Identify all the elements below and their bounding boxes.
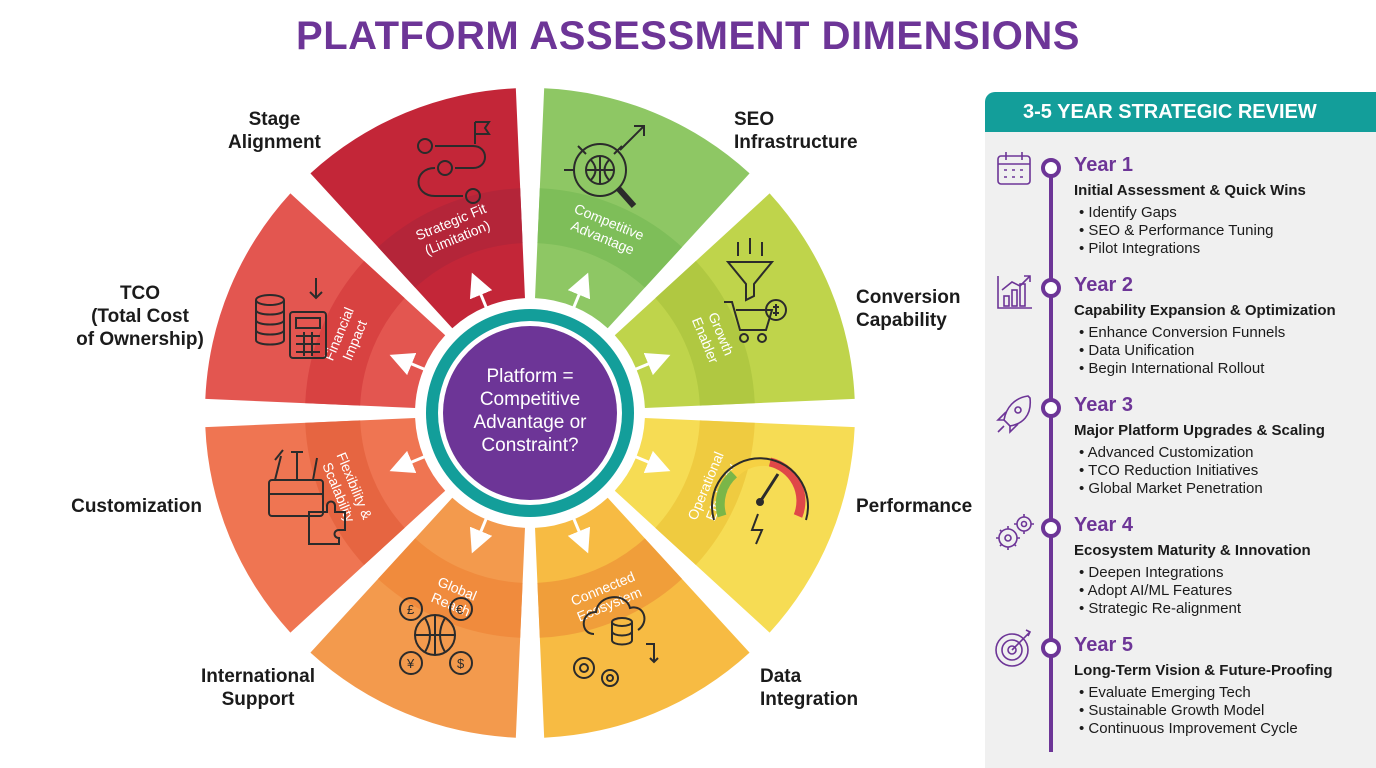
timeline-item: • Global Market Penetration: [1079, 480, 1263, 497]
timeline-year-subtitle: Long-Term Vision & Future-Proofing: [1074, 662, 1333, 679]
strategic-review-panel: 3-5 YEAR STRATEGIC REVIEW Year 1 Initial …: [985, 92, 1376, 768]
wheel-band-seo: [537, 188, 683, 288]
timeline-item: • Advanced Customization: [1079, 444, 1254, 461]
svg-text:$: $: [457, 656, 465, 671]
timeline-item: • Strategic Re-alignment: [1079, 600, 1241, 617]
dimension-label-performance: Performance: [856, 496, 973, 517]
panel-header: 3-5 YEAR STRATEGIC REVIEW: [985, 92, 1376, 132]
roadmap-flag-icon: [417, 121, 491, 204]
wheel-band-data: [537, 538, 683, 638]
wheel-segment-stage: [310, 88, 525, 329]
timeline-year-title: Year 2: [1074, 274, 1133, 296]
wheel-band-customization: [305, 420, 405, 566]
svg-text:€: €: [456, 602, 464, 617]
svg-text:£: £: [407, 602, 415, 617]
coins-calculator-icon: [255, 278, 327, 359]
center-arrow: [389, 450, 428, 474]
page-title: PLATFORM ASSESSMENT DIMENSIONS: [296, 14, 1080, 58]
timeline-year-subtitle: Initial Assessment & Quick Wins: [1074, 182, 1306, 199]
timeline-year-title: Year 5: [1074, 634, 1133, 656]
speedometer-icon: [711, 456, 809, 545]
wheel-segment-performance: [614, 418, 855, 633]
center-arrow: [567, 515, 591, 554]
wheel-band-tco: [305, 260, 405, 406]
timeline-year-subtitle: Major Platform Upgrades & Scaling: [1074, 422, 1325, 439]
center-arrow: [469, 515, 493, 554]
target-icon: [995, 629, 1032, 667]
timeline-item: • Data Unification: [1079, 342, 1195, 359]
timeline-item: • Deepen Integrations: [1079, 564, 1224, 581]
center-arrow: [632, 352, 671, 376]
timeline-item: • Sustainable Growth Model: [1079, 702, 1265, 719]
calendar-icon: [997, 152, 1031, 185]
dimension-label-customization: Customization: [71, 496, 202, 517]
timeline-year-title: Year 4: [1074, 514, 1133, 536]
timeline-year-title: Year 1: [1074, 154, 1133, 176]
timeline-year-title: Year 3: [1074, 394, 1133, 416]
timeline-item: • Identify Gaps: [1079, 204, 1177, 221]
timeline-year-subtitle: Capability Expansion & Optimization: [1074, 302, 1336, 319]
wheel-band-stage: [377, 188, 523, 288]
svg-text:¥: ¥: [406, 656, 415, 671]
currency-globe-icon: £ € ¥ $: [399, 597, 473, 675]
center-line: Constraint?: [481, 435, 578, 456]
timeline-item: • Continuous Improvement Cycle: [1079, 720, 1298, 737]
center-arrow: [469, 272, 493, 311]
center-line: Advantage or: [473, 412, 587, 433]
toolbox-puzzle-icon: [268, 449, 346, 545]
wheel-segment-tco: [205, 193, 446, 408]
funnel-cart-icon: [724, 238, 787, 343]
timeline-year-subtitle: Ecosystem Maturity & Innovation: [1074, 542, 1311, 559]
timeline-item: • TCO Reduction Initiatives: [1079, 462, 1259, 479]
wheel-band-performance: [655, 420, 755, 566]
globe-magnifier-icon: [564, 125, 645, 208]
wheel-segment-customization: [205, 418, 446, 633]
timeline-item: • Begin International Rollout: [1079, 360, 1265, 377]
timeline-graphics: [995, 152, 1061, 752]
center-line: Platform =: [486, 366, 573, 387]
assessment-wheel: Strategic Fit(Limitation)CompetitiveAdva…: [205, 88, 855, 738]
timeline-item: • Enhance Conversion Funnels: [1079, 324, 1286, 341]
cloud-database-gears-icon: [573, 596, 659, 687]
gears-icon: [996, 514, 1034, 550]
timeline-item: • Evaluate Emerging Tech: [1079, 684, 1251, 701]
center-line: Competitive: [480, 389, 580, 410]
growth-chart-icon: [997, 275, 1032, 309]
timeline-item: • Pilot Integrations: [1079, 240, 1201, 257]
wheel-segment-seo: [535, 88, 750, 329]
rocket-icon: [996, 395, 1032, 434]
wheel-segment-conversion: [614, 193, 855, 408]
wheel-band-international: [377, 538, 523, 638]
center-arrow: [632, 450, 671, 474]
timeline-item: • SEO & Performance Tuning: [1079, 222, 1274, 239]
center-arrow: [389, 352, 428, 376]
center-arrow: [567, 272, 591, 311]
wheel-band-conversion: [655, 260, 755, 406]
timeline-item: • Adopt AI/ML Features: [1079, 582, 1233, 599]
